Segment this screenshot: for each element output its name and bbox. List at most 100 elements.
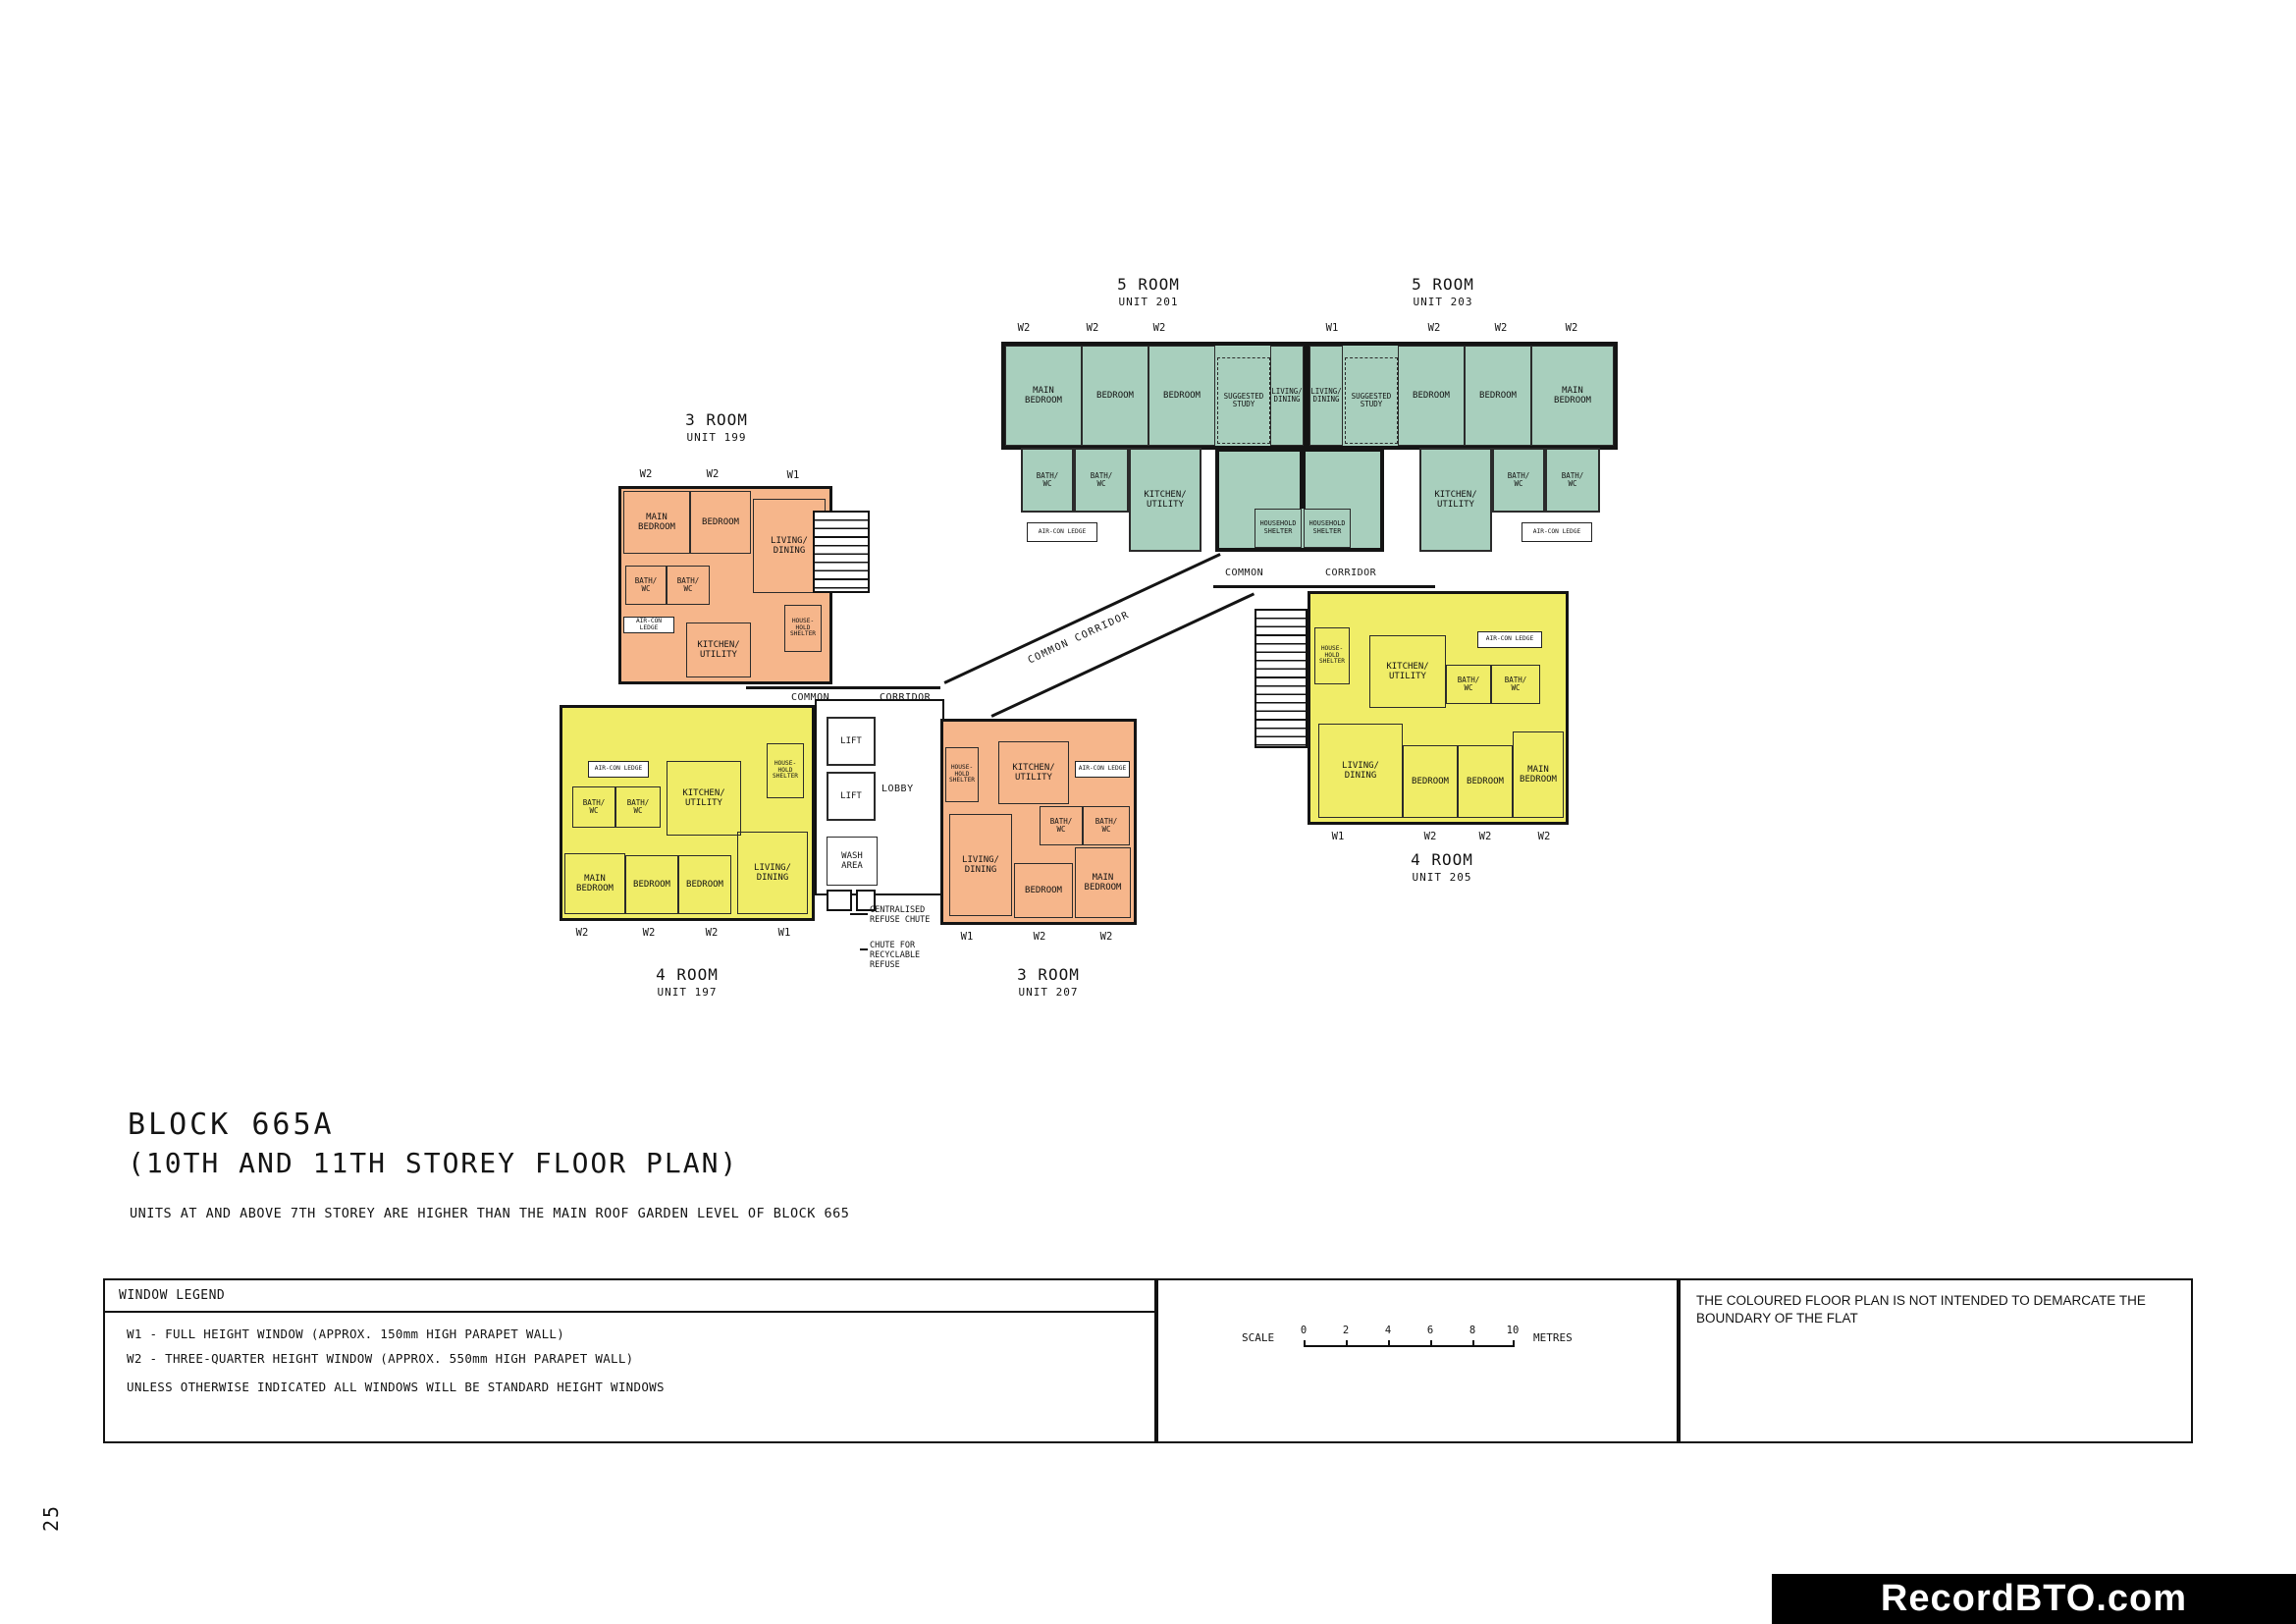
unit-207-living-dining: LIVING/ DINING (949, 814, 1012, 916)
unit-197-type: 4 ROOM (656, 965, 719, 984)
unit-201-203-bedroom-band: MAIN BEDROOM BEDROOM BEDROOM SUGGESTED S… (1001, 342, 1618, 450)
window-marker-w1: W1 (786, 469, 800, 481)
unit-203-bedroom-2: BEDROOM (1465, 346, 1531, 446)
unit-197-bedroom-1: BEDROOM (625, 855, 678, 914)
unit-207-household-shelter: HOUSE- HOLD SHELTER (945, 747, 979, 802)
unit-197-bath-wc-1: BATH/ WC (572, 786, 615, 828)
unit-205-title: 4 ROOM UNIT 205 (1378, 850, 1506, 884)
window-marker-w2: W2 (706, 468, 720, 480)
window-marker-w2: W2 (1494, 322, 1508, 334)
unit-203-main-bedroom: MAIN BEDROOM (1531, 346, 1614, 446)
common-label: COMMON (791, 692, 830, 703)
window-marker-w2: W2 (705, 927, 719, 939)
corridor-wall-diagonal (943, 553, 1221, 684)
unit-201-bedroom-2: BEDROOM (1148, 346, 1215, 446)
unit-203-kitchen-utility: KITCHEN/ UTILITY (1419, 448, 1492, 552)
unit-201-title: 5 ROOM UNIT 201 (1085, 275, 1212, 308)
unit-203-number: UNIT 203 (1413, 296, 1473, 308)
scale-tick-2: 2 (1342, 1325, 1350, 1336)
unit-201-suggested-study: SUGGESTED STUDY (1217, 357, 1270, 444)
unit-197-main-bedroom: MAIN BEDROOM (564, 853, 625, 914)
unit-203-bath-wc-1: BATH/ WC (1492, 448, 1545, 513)
unit-205-living-dining: LIVING/ DINING (1318, 724, 1403, 818)
unit-197-number: UNIT 197 (657, 986, 718, 999)
corridor-label: CORRIDOR (1325, 568, 1377, 578)
unit-197: AIR-CON LEDGE BATH/ WC BATH/ WC KITCHEN/… (560, 705, 815, 921)
unit-201-number: UNIT 201 (1118, 296, 1179, 308)
unit-205-bedroom-1: BEDROOM (1403, 745, 1458, 818)
scale-box: SCALE 0 2 4 6 8 10 METRES (1156, 1278, 1679, 1443)
unit-201-main-bedroom: MAIN BEDROOM (1005, 346, 1082, 446)
scale-label: SCALE (1242, 1331, 1275, 1344)
unit-205-aircon-ledge: AIR-CON LEDGE (1477, 631, 1542, 648)
unit-205-kitchen-utility: KITCHEN/ UTILITY (1369, 635, 1446, 708)
unit-207: HOUSE- HOLD SHELTER KITCHEN/ UTILITY AIR… (940, 719, 1137, 925)
unit-207-main-bedroom: MAIN BEDROOM (1075, 847, 1131, 918)
unit-199-title: 3 ROOM UNIT 199 (653, 410, 780, 444)
legend-line-w1: W1 - FULL HEIGHT WINDOW (APPROX. 150mm H… (127, 1326, 565, 1341)
unit-199: MAIN BEDROOM BEDROOM LIVING/ DINING BATH… (618, 486, 832, 684)
wash-area: WASH AREA (827, 837, 878, 886)
unit-205-household-shelter: HOUSE- HOLD SHELTER (1314, 627, 1350, 684)
unit-205-type: 4 ROOM (1411, 850, 1473, 869)
unit-199-bath-wc-2: BATH/ WC (667, 566, 710, 605)
window-marker-w2: W2 (1537, 831, 1551, 842)
corridor-label: CORRIDOR (880, 692, 932, 703)
unit-199-aircon-ledge: AIR-CON LEDGE (623, 617, 674, 633)
unit-203-type: 5 ROOM (1412, 275, 1474, 294)
unit-203-bath-wc-2: BATH/ WC (1545, 448, 1600, 513)
leader-line (850, 913, 868, 915)
unit-203-bedroom-1: BEDROOM (1398, 346, 1465, 446)
unit-205-number: UNIT 205 (1412, 871, 1472, 884)
unit-197-bedroom-2: BEDROOM (678, 855, 731, 914)
window-marker-w2: W2 (642, 927, 656, 939)
unit-205-bath-wc-1: BATH/ WC (1446, 665, 1491, 704)
corridor-wall (746, 686, 940, 689)
window-marker-w2: W2 (1086, 322, 1099, 334)
unit-199-kitchen-utility: KITCHEN/ UTILITY (686, 623, 751, 677)
scale-tick-4: 4 (1384, 1325, 1392, 1336)
window-marker-w2: W2 (1478, 831, 1492, 842)
unit-197-kitchen-utility: KITCHEN/ UTILITY (667, 761, 741, 836)
unit-207-bath-wc-1: BATH/ WC (1040, 806, 1083, 845)
unit-197-living-dining: LIVING/ DINING (737, 832, 808, 914)
window-marker-w2: W2 (639, 468, 653, 480)
window-legend-box: WINDOW LEGEND W1 - FULL HEIGHT WINDOW (A… (103, 1278, 1156, 1443)
unit-207-type: 3 ROOM (1017, 965, 1080, 984)
refuse-chute-box (827, 890, 852, 911)
window-marker-w2: W2 (1033, 931, 1046, 943)
leader-line (860, 948, 868, 950)
lift-lobby-core (815, 699, 944, 895)
lobby-label: LOBBY (881, 784, 914, 794)
page-number: 25 (39, 1503, 63, 1532)
disclaimer-text: THE COLOURED FLOOR PLAN IS NOT INTENDED … (1696, 1293, 2146, 1326)
staircase-2 (1255, 609, 1308, 748)
lift-1: LIFT (827, 717, 876, 766)
window-legend-header: WINDOW LEGEND (105, 1280, 1154, 1313)
scale-tick-0: 0 (1300, 1325, 1308, 1336)
unit-201-203-living-extension: HOUSEHOLD SHELTER HOUSEHOLD SHELTER (1215, 448, 1384, 552)
window-marker-w2: W2 (1152, 322, 1166, 334)
unit-207-aircon-ledge: AIR-CON LEDGE (1075, 761, 1130, 778)
unit-207-number: UNIT 207 (1018, 986, 1079, 999)
unit-201-household-shelter: HOUSEHOLD SHELTER (1255, 509, 1302, 548)
watermark-banner: RecordBTO.com (1772, 1574, 2296, 1624)
storey-title: (10TH AND 11TH STOREY FLOOR PLAN) (128, 1147, 739, 1179)
window-marker-w1: W1 (1325, 322, 1339, 334)
window-marker-w2: W2 (1427, 322, 1441, 334)
unit-197-title: 4 ROOM UNIT 197 (623, 965, 751, 999)
block-title: BLOCK 665A (128, 1108, 335, 1142)
scale-tick-10: 10 (1506, 1325, 1520, 1336)
unit-203-suggested-study: SUGGESTED STUDY (1345, 357, 1398, 444)
recyclable-chute-note: CHUTE FOR RECYCLABLE REFUSE (870, 941, 921, 971)
scale-baseline (1304, 1345, 1515, 1347)
party-wall (1304, 346, 1309, 446)
recyclable-chute-box (856, 890, 876, 911)
window-marker-w2: W2 (1565, 322, 1578, 334)
corridor-wall (1213, 585, 1435, 588)
unit-199-type: 3 ROOM (685, 410, 748, 429)
window-marker-w2: W2 (1423, 831, 1437, 842)
unit-205-bedroom-2: BEDROOM (1458, 745, 1513, 818)
scale-tick-8: 8 (1468, 1325, 1476, 1336)
